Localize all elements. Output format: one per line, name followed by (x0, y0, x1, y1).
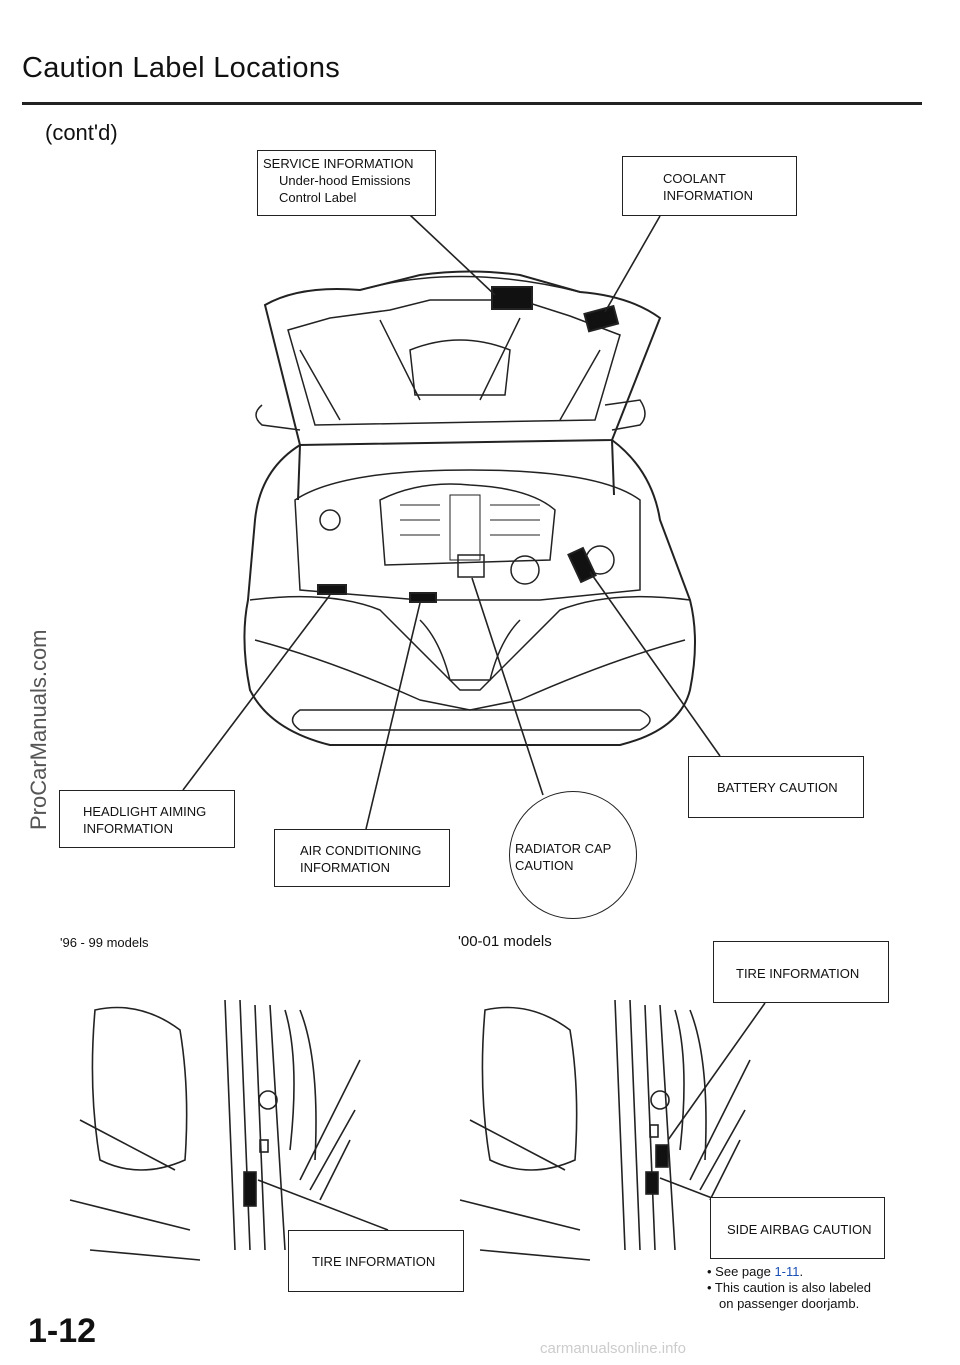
headlight-aiming-callout: HEADLIGHT AIMING INFORMATION (59, 790, 235, 848)
title-divider (22, 102, 922, 105)
page-title: Caution Label Locations (22, 52, 341, 84)
service-info-label-marker (491, 286, 533, 310)
tire-label-marker-left (243, 1171, 257, 1207)
see-page-suffix: . (799, 1264, 804, 1279)
page-link-1-11[interactable]: 1-11 (774, 1264, 800, 1279)
coolant-information-callout: COOLANT INFORMATION (622, 156, 797, 216)
tire-label-marker-right (655, 1144, 669, 1168)
page-subtitle: (cont'd) (45, 120, 118, 145)
bottom-watermark: carmanualsonline.info (540, 1340, 686, 1357)
footnote-also-labeled: • This caution is also labeled (707, 1280, 872, 1295)
tire-info-left-label: TIRE INFORMATION (312, 1254, 436, 1269)
service-info-heading: SERVICE INFORMATION (263, 156, 414, 171)
door-pillar-right (459, 999, 751, 1261)
battery-caution-callout: BATTERY CAUTION (688, 756, 864, 818)
side-airbag-label-marker (645, 1171, 659, 1195)
headlight-line2: INFORMATION (83, 821, 174, 836)
aircon-label-marker (409, 592, 437, 603)
page-number: 1-12 (28, 1312, 97, 1350)
tire-information-callout-left: TIRE INFORMATION (288, 1230, 464, 1292)
coolant-line2: INFORMATION (663, 188, 754, 203)
side-watermark: ProCarManuals.com (26, 629, 51, 830)
tire-information-callout-right: TIRE INFORMATION (713, 941, 889, 1003)
models-00-01-caption: '00-01 models (458, 933, 552, 950)
air-conditioning-callout: AIR CONDITIONING INFORMATION (274, 829, 450, 887)
aircon-line2: INFORMATION (300, 860, 391, 875)
radcap-line2: CAUTION (515, 858, 574, 873)
footnote-doorjamb: on passenger doorjamb. (719, 1296, 860, 1311)
aircon-line1: AIR CONDITIONING (300, 843, 422, 858)
side-airbag-label: SIDE AIRBAG CAUTION (727, 1222, 872, 1237)
see-page-prefix: • See page (707, 1264, 775, 1279)
door-pillar-left (69, 999, 361, 1261)
battery-label: BATTERY CAUTION (717, 780, 838, 795)
radcap-line1: RADIATOR CAP (515, 841, 612, 856)
battery-label-marker (567, 546, 597, 584)
models-96-99-caption: '96 - 99 models (60, 935, 149, 950)
footnote-see-page: • See page 1-11. (707, 1264, 871, 1280)
service-info-detail-line1: Under-hood Emissions (279, 173, 411, 188)
headlight-line1: HEADLIGHT AIMING (83, 804, 207, 819)
footnotes: • See page 1-11. • This caution is also … (707, 1264, 871, 1312)
service-info-detail-line2: Control Label (279, 190, 357, 205)
coolant-label-marker (583, 304, 620, 333)
coolant-line1: COOLANT (663, 171, 726, 186)
tire-info-right-label: TIRE INFORMATION (736, 966, 860, 981)
headlight-label-marker (317, 584, 347, 595)
leader-lines (182, 214, 766, 1231)
radiator-cap-callout: RADIATOR CAP CAUTION (509, 791, 637, 919)
side-airbag-caution-callout: SIDE AIRBAG CAUTION (710, 1197, 885, 1259)
car-front-drawing (243, 270, 696, 746)
service-information-callout: SERVICE INFORMATION Under-hood Emissions… (257, 150, 436, 216)
